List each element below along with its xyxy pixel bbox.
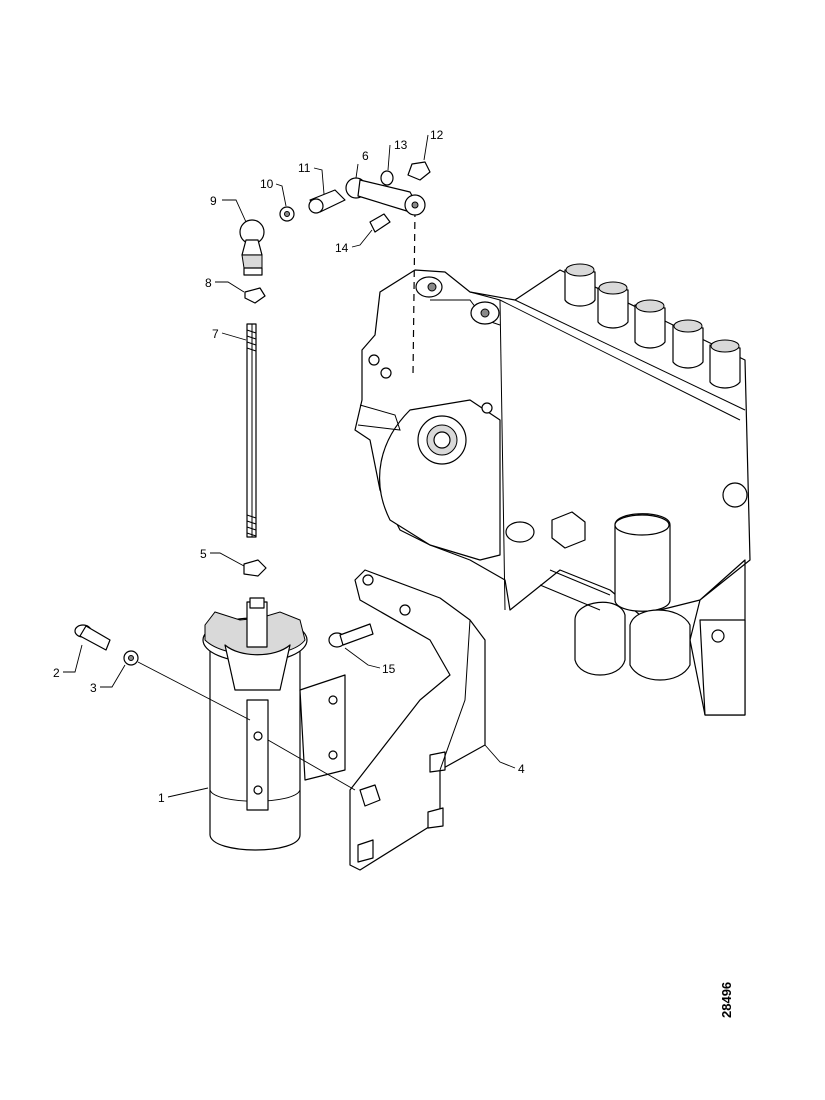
callout-6: 6 — [362, 149, 369, 163]
callout-4: 4 — [518, 762, 525, 776]
callouts: 1 2 3 4 5 6 7 8 9 10 11 12 13 14 15 — [53, 128, 525, 805]
figure-reference-number: 28496 — [719, 982, 734, 1018]
washer-13 — [380, 170, 394, 186]
callout-13: 13 — [394, 138, 408, 152]
callout-2: 2 — [53, 666, 60, 680]
linkage-assembly — [239, 161, 431, 577]
stop-solenoid-1 — [202, 597, 346, 851]
threaded-rod-7 — [246, 323, 257, 538]
callout-1: 1 — [158, 791, 165, 805]
nut-12 — [407, 161, 431, 181]
callout-15: 15 — [382, 662, 396, 676]
callout-10: 10 — [260, 177, 274, 191]
callout-12: 12 — [430, 128, 444, 142]
callout-8: 8 — [205, 276, 212, 290]
alignment-line — [412, 209, 416, 376]
callout-9: 9 — [210, 194, 217, 208]
bolt-15 — [328, 623, 374, 648]
injection-pump — [354, 263, 751, 716]
callout-5: 5 — [200, 547, 207, 561]
callout-11: 11 — [298, 161, 311, 175]
nut-8 — [244, 287, 266, 304]
ball-joint — [239, 219, 265, 276]
nut-5 — [243, 559, 267, 577]
assembly-line-bracket — [267, 739, 356, 791]
lever-6 — [345, 177, 426, 216]
screw-14 — [369, 213, 391, 233]
callout-3: 3 — [90, 681, 97, 695]
callout-14: 14 — [335, 241, 349, 255]
bolt-2 — [74, 624, 111, 651]
callout-7: 7 — [212, 327, 219, 341]
delivery-valve-holders — [564, 263, 741, 389]
assembly-line-washer — [137, 661, 251, 721]
mounting-bracket-4 — [349, 569, 486, 871]
